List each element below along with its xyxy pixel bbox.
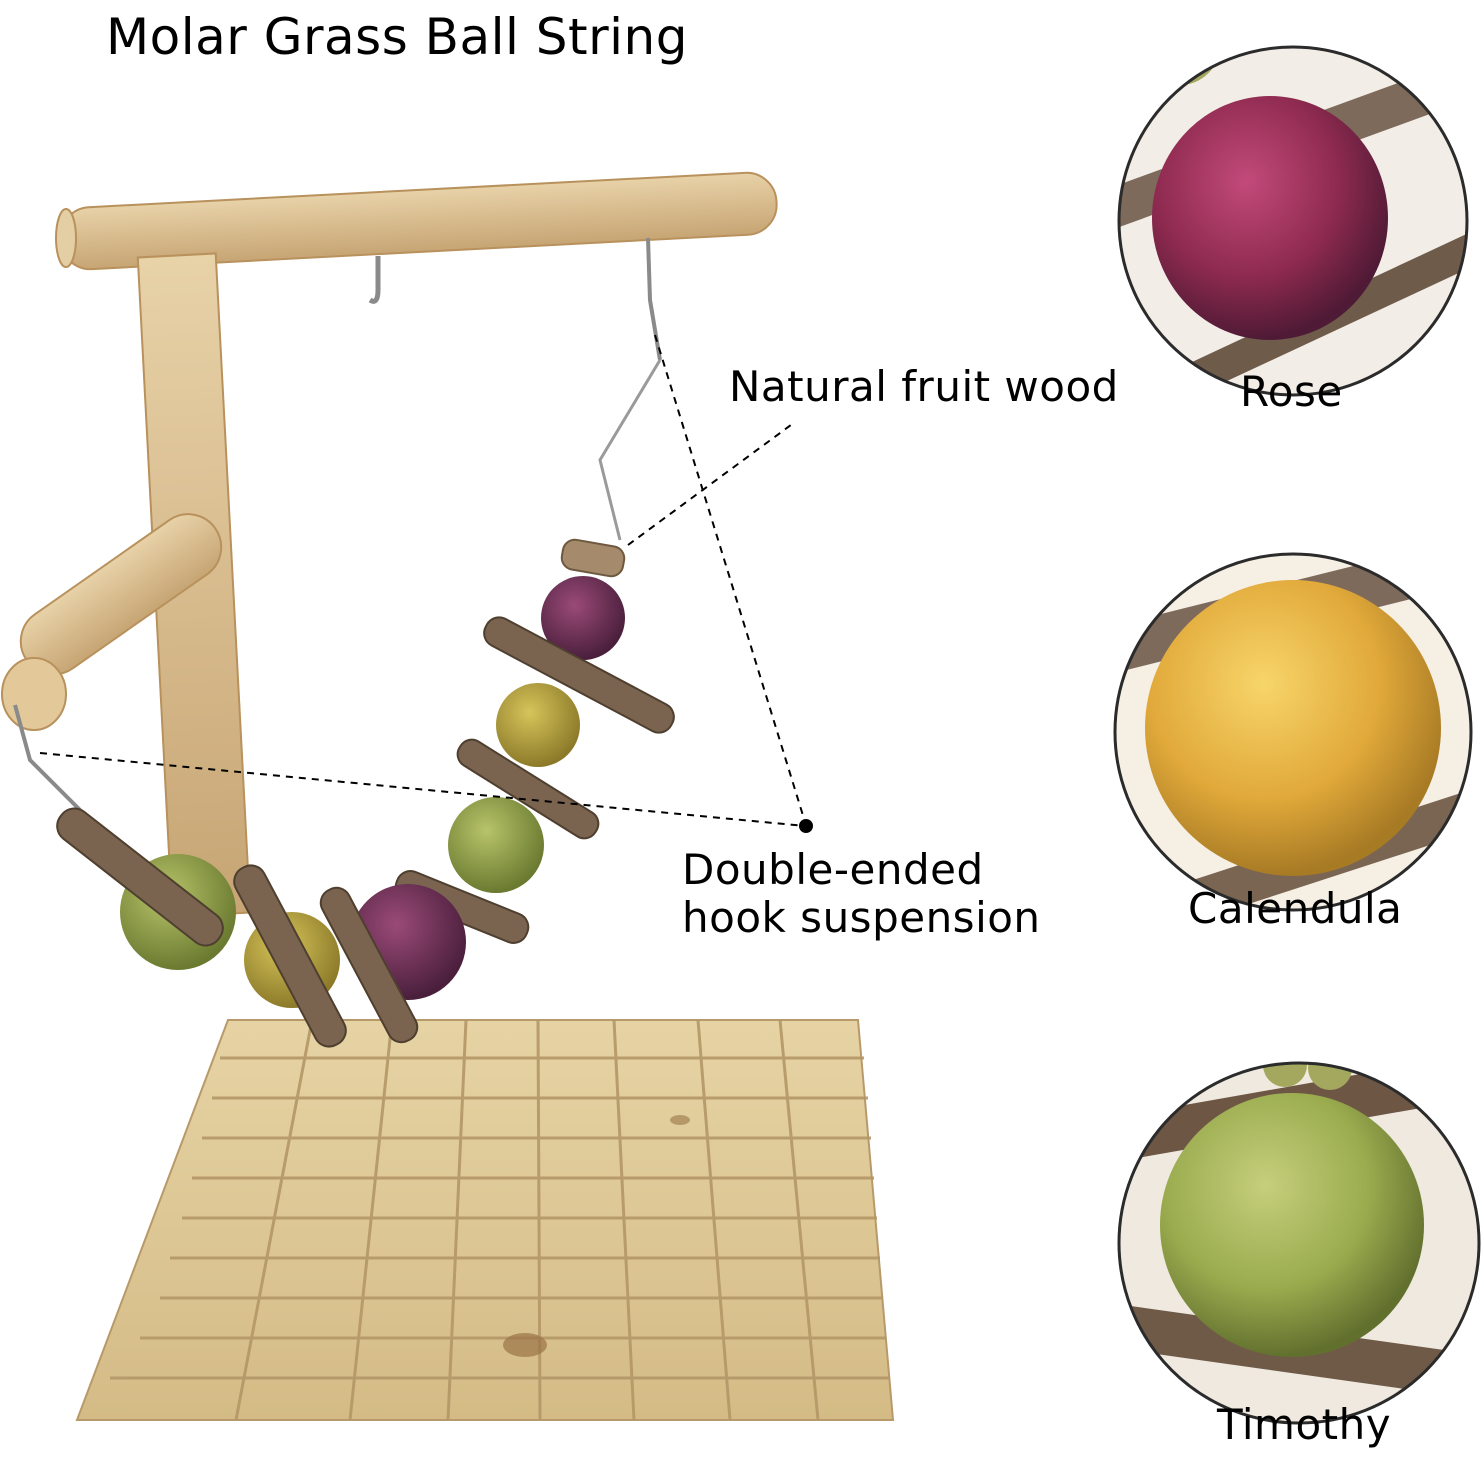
wooden-base-board [75, 1019, 895, 1421]
callout-hook-line2: hook suspension [682, 893, 1041, 942]
callout-dot [799, 819, 813, 833]
wooden-stand [1, 171, 778, 918]
product-title: Molar Grass Ball String [106, 8, 688, 66]
callout-hook-line1: Double-ended [682, 845, 984, 894]
inset-rose [1117, 45, 1469, 397]
inset-calendula [1113, 552, 1473, 912]
callout-lines [39, 334, 806, 827]
callout-hook-suspension: Double-ended hook suspension [682, 846, 1062, 942]
inset-label-calendula: Calendula [1188, 884, 1403, 933]
inset-timothy [1117, 1061, 1481, 1425]
inset-label-rose: Rose [1240, 367, 1343, 416]
inset-label-timothy: Timothy [1217, 1400, 1392, 1449]
callout-natural-fruit-wood: Natural fruit wood [729, 362, 1119, 411]
ball-string [56, 538, 675, 1048]
